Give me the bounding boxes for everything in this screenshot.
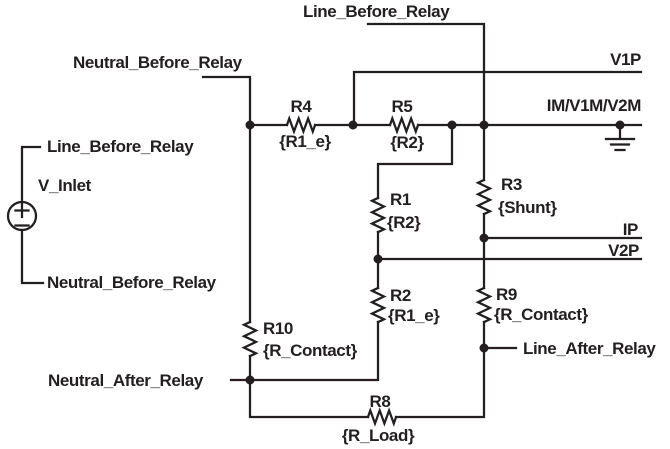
- net-label-neutral-before-relay-top: Neutral_Before_Relay: [73, 53, 243, 72]
- junction-dot: [245, 375, 255, 385]
- resistor-r2-body: [369, 286, 387, 324]
- junction-dot: [373, 254, 383, 264]
- resistor-r10-ref: R10: [263, 319, 293, 338]
- resistor-r5-value: {R2}: [390, 133, 424, 152]
- net-label-neutral-after-relay: Neutral_After_Relay: [48, 371, 204, 390]
- junction-dot: [245, 120, 255, 130]
- resistor-r2-ref: R2: [390, 286, 411, 305]
- resistor-r1-ref: R1: [390, 190, 411, 209]
- resistor-r9-ref: R9: [496, 285, 517, 304]
- resistor-r8-body: [366, 407, 398, 427]
- resistor-r8-value: {R_Load}: [342, 426, 415, 445]
- net-label-neutral-before-relay-inlet: Neutral_Before_Relay: [47, 273, 217, 292]
- resistor-r5-body: [388, 115, 420, 135]
- resistor-r4-ref: R4: [291, 97, 313, 116]
- wire-source-leads: [20, 145, 45, 285]
- resistor-r8-ref: R8: [370, 392, 391, 411]
- net-label-im-v1m-v2m: IM/V1M/V2M: [547, 96, 641, 115]
- resistor-r3-value: {Shunt}: [498, 198, 557, 217]
- wire-r2-connections: [248, 257, 380, 382]
- wire-line-before-relay-top: [366, 22, 486, 127]
- ground-icon: [604, 123, 636, 152]
- resistor-r1-body: [369, 196, 387, 234]
- junction-dot: [479, 120, 489, 130]
- wire-bottom-loop: [248, 346, 486, 419]
- resistor-r4-value: {R1_e}: [279, 132, 331, 151]
- resistor-r3-ref: R3: [501, 175, 522, 194]
- resistor-r3-body: [475, 178, 493, 216]
- resistor-r2-value: {R1_e}: [388, 306, 440, 325]
- junction-dot: [479, 343, 489, 353]
- resistor-r9-body: [475, 286, 493, 324]
- resistor-r9-value: {R_Contact}: [494, 305, 589, 324]
- resistor-r10-value: {R_Contact}: [263, 341, 358, 360]
- wire-r1-branch: [376, 123, 454, 200]
- junction-dot: [348, 120, 358, 130]
- junction-dot: [479, 233, 489, 243]
- resistor-r4-body: [285, 115, 317, 135]
- junction-dot: [447, 120, 457, 130]
- resistor-r5-ref: R5: [392, 97, 413, 116]
- wire-v1p-rail: [352, 70, 643, 127]
- net-label-line-before-relay-top: Line_Before_Relay: [303, 2, 450, 21]
- plus-icon: [14, 202, 30, 219]
- net-label-ip: IP: [623, 220, 638, 239]
- resistor-r1-value: {R2}: [387, 213, 421, 232]
- net-label-line-before-relay-inlet: Line_Before_Relay: [47, 137, 194, 156]
- wire-neutral-before-relay-top: [201, 75, 252, 127]
- net-label-v1p: V1P: [610, 50, 641, 69]
- voltage-source-icon: [6, 200, 38, 232]
- net-label-line-after-relay: Line_After_Relay: [523, 339, 656, 358]
- source-ref-label: V_Inlet: [38, 176, 92, 195]
- resistor-r10-body: [241, 320, 259, 358]
- junction-dot: [615, 120, 625, 130]
- net-label-v2p: V2P: [608, 241, 639, 260]
